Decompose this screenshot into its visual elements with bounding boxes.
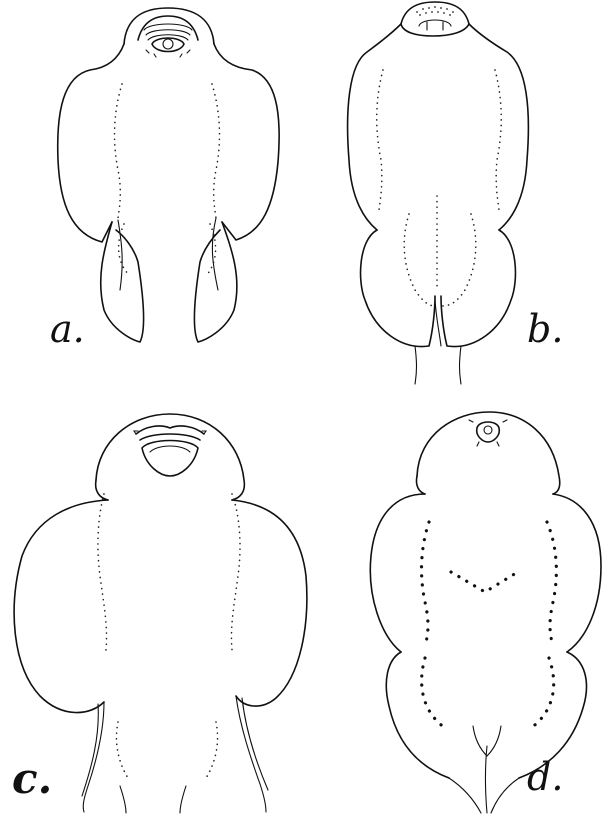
panel-c: c. — [0, 406, 305, 813]
panel-c-drawing — [0, 406, 305, 813]
panel-b-drawing — [305, 0, 610, 406]
panel-d-drawing — [305, 406, 610, 813]
panel-c-oral-disc — [134, 426, 206, 476]
panel-a-drawing — [0, 0, 305, 406]
panel-a: a. — [0, 0, 305, 406]
panel-d: d. — [305, 406, 610, 813]
panel-d-oral-disc — [469, 420, 507, 446]
panel-b-label: b. — [527, 310, 563, 348]
panel-a-oral-disc — [138, 16, 198, 57]
panel-d-label: d. — [527, 758, 563, 796]
panel-b: b. — [305, 0, 610, 406]
panel-c-label: c. — [12, 758, 52, 800]
panel-a-label: a. — [50, 310, 85, 348]
panel-b-stipple — [416, 6, 454, 16]
